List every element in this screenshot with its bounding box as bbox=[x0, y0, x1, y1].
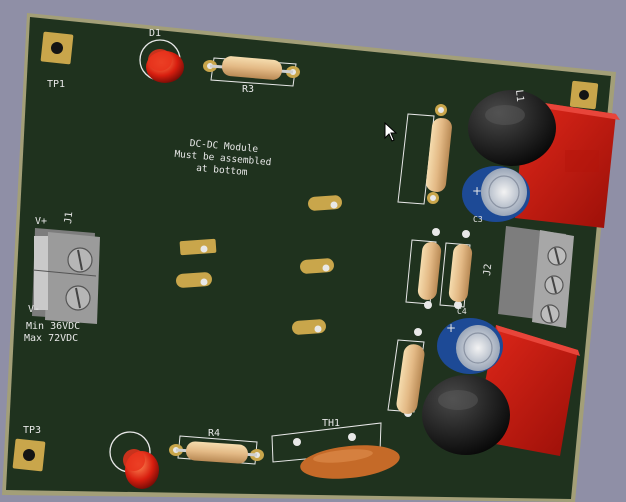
c3-label: C3 bbox=[473, 215, 483, 224]
resistor-r3[interactable] bbox=[203, 55, 300, 87]
capacitor-c4[interactable]: + bbox=[437, 318, 503, 374]
pad-5[interactable] bbox=[292, 319, 327, 335]
capacitor-c3[interactable]: + bbox=[462, 166, 530, 222]
ferrite-bottom[interactable] bbox=[422, 375, 510, 455]
pad-3[interactable] bbox=[308, 195, 343, 211]
terminal-j1[interactable] bbox=[32, 228, 100, 324]
tp1-label: TP1 bbox=[47, 79, 65, 90]
svg-text:+: + bbox=[472, 184, 482, 198]
th1-label: TH1 bbox=[322, 418, 340, 429]
vplus-label: V+ bbox=[35, 216, 47, 227]
c4-label: C4 bbox=[457, 307, 467, 316]
tp3-label: TP3 bbox=[23, 425, 41, 436]
pad-2[interactable] bbox=[176, 272, 213, 288]
test-point-tp3[interactable] bbox=[12, 438, 46, 472]
resistor-vertical-top[interactable] bbox=[397, 104, 453, 205]
terminal-j2[interactable] bbox=[498, 226, 574, 328]
svg-text:+: + bbox=[446, 321, 456, 335]
led-bottom[interactable] bbox=[109, 431, 159, 489]
resistor-r4[interactable] bbox=[169, 435, 264, 465]
test-point-top-right[interactable] bbox=[569, 80, 599, 110]
resistor-vertical-mid-right[interactable] bbox=[439, 230, 473, 309]
voltage-max-label: Max 72VDC bbox=[24, 333, 78, 344]
ferrite-top[interactable] bbox=[468, 90, 556, 166]
resistor-vertical-mid-left[interactable] bbox=[405, 228, 442, 309]
module-note: DC-DC Module Must be assembled at bottom bbox=[174, 138, 272, 178]
voltage-min-label: Min 36VDC bbox=[26, 321, 80, 332]
thermistor-th1[interactable] bbox=[271, 422, 401, 483]
l1-label: L1 bbox=[513, 89, 525, 102]
j1-label: J1 bbox=[63, 211, 75, 224]
test-point-tp1[interactable] bbox=[40, 31, 74, 65]
j2-label: J2 bbox=[482, 263, 494, 276]
pad-4[interactable] bbox=[300, 258, 335, 274]
module-note-line3: at bottom bbox=[196, 163, 249, 178]
resistor-vertical-bottom[interactable] bbox=[387, 328, 426, 417]
d1-label: D1 bbox=[149, 28, 161, 39]
r4-label: R4 bbox=[208, 428, 220, 439]
led-d1[interactable] bbox=[139, 39, 184, 83]
arrow-cursor-icon bbox=[384, 122, 398, 142]
r3-label: R3 bbox=[242, 84, 254, 95]
pad-1[interactable] bbox=[179, 238, 217, 256]
vminus-label: V- bbox=[28, 304, 40, 315]
